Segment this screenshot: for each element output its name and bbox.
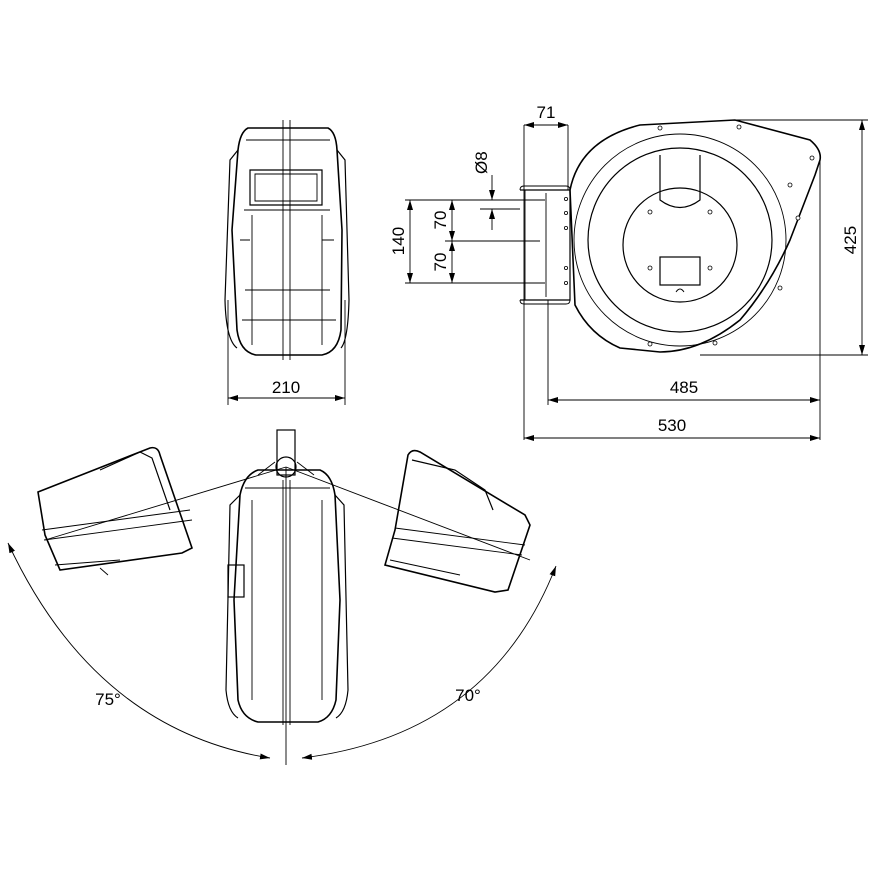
dim-side-width-inner: 485 xyxy=(670,378,698,397)
dim-side-height: 425 xyxy=(841,226,860,254)
dim-swivel-right: 70° xyxy=(455,686,481,705)
dim-side-width-total: 530 xyxy=(658,416,686,435)
dim-swivel-left: 75° xyxy=(95,690,121,709)
front-view: 210 xyxy=(224,120,350,405)
swivel-view: 75° 70° xyxy=(7,429,557,765)
dim-front-width: 210 xyxy=(272,378,300,397)
dim-hole-diameter: Ø8 xyxy=(472,151,491,174)
dim-bracket-half-bottom: 70 xyxy=(431,253,450,272)
dim-bracket-height: 140 xyxy=(389,227,408,255)
dim-bracket-half-top: 70 xyxy=(431,211,450,230)
dim-bracket-depth: 71 xyxy=(537,103,556,122)
side-view: 71 Ø8 140 70 70 425 485 530 xyxy=(389,103,868,441)
